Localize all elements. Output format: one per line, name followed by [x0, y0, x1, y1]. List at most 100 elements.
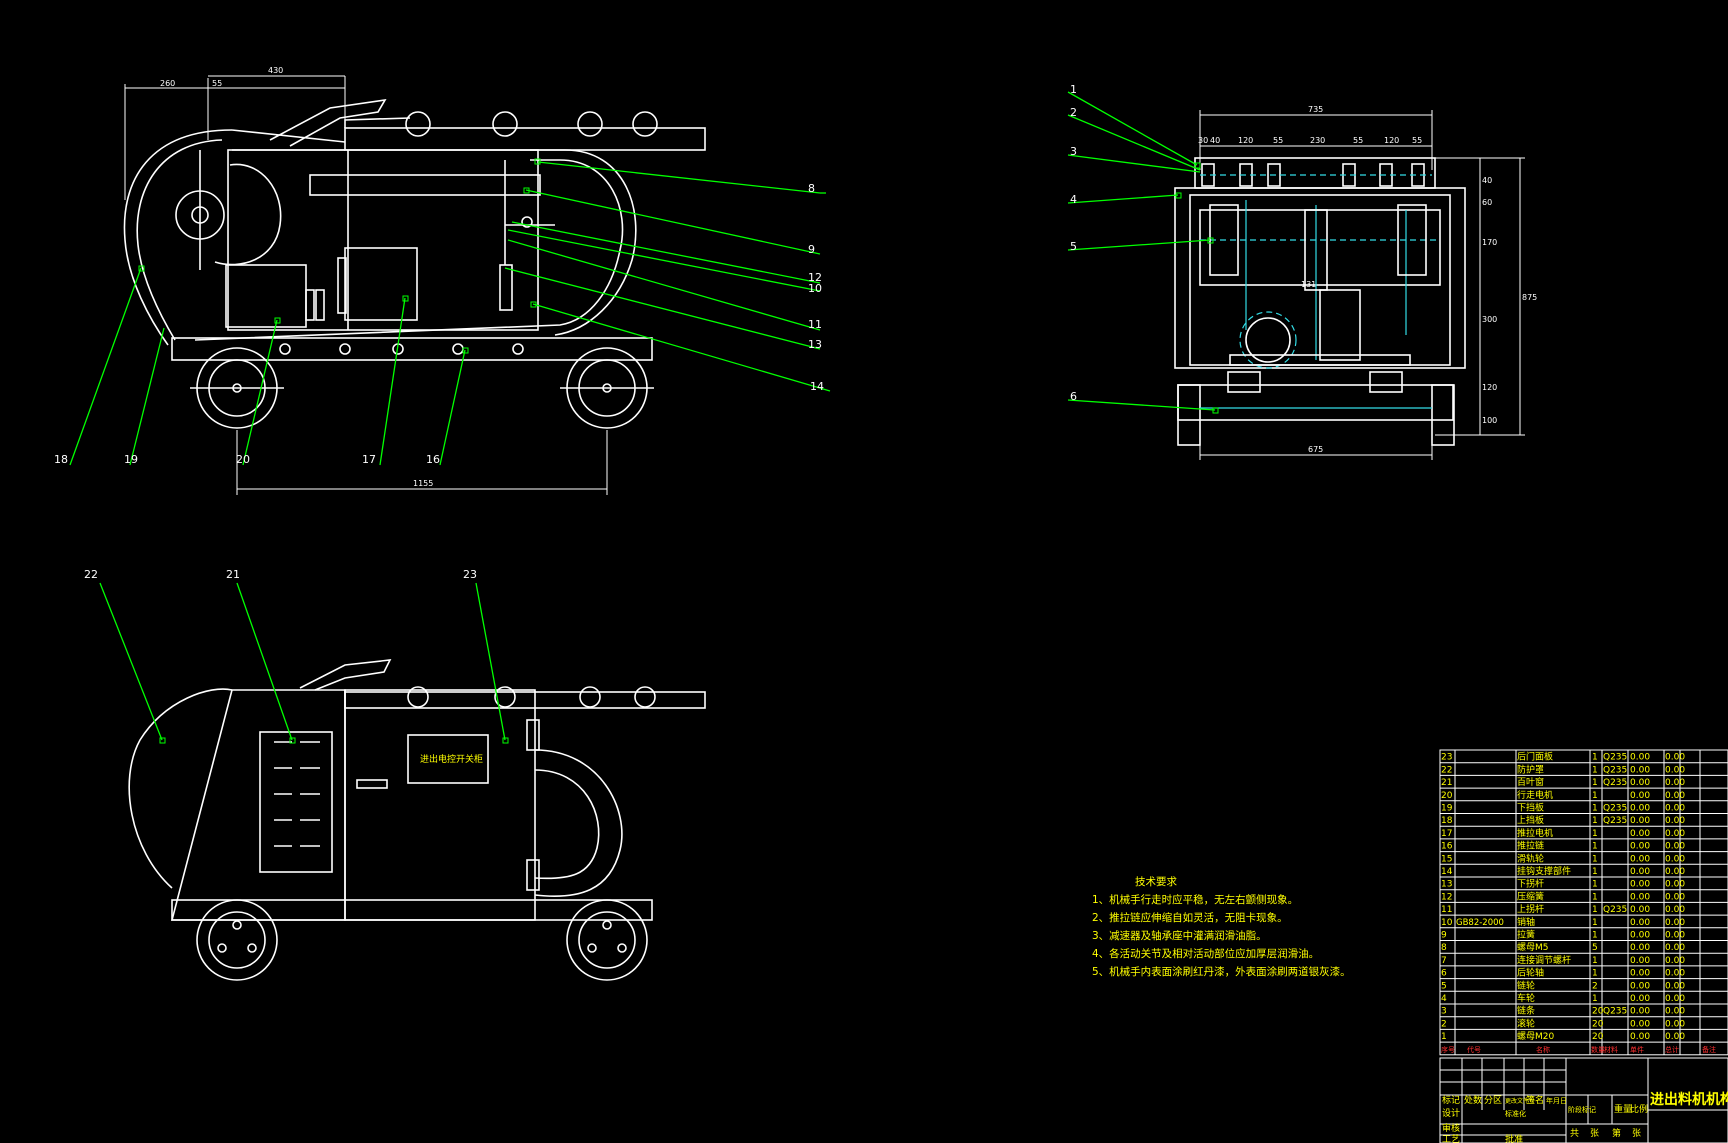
bom-row-20-no: 20 [1441, 791, 1453, 801]
tb-mark: 标记 [1442, 1094, 1460, 1106]
bom-row-11-qty: 1 [1592, 905, 1598, 915]
tb-stage: 阶段标记 [1568, 1105, 1596, 1114]
bom-row-13-name: 下拐杆 [1517, 878, 1544, 890]
external-view: 进出电控开关柜 22 21 23 [84, 568, 706, 981]
bom-row-21-material: Q235 [1603, 778, 1627, 788]
bom-row-14-unit-weight: 0.00 [1630, 867, 1650, 877]
bom-row-14-qty: 1 [1592, 867, 1598, 877]
bom-row-11-material: Q235 [1603, 905, 1627, 915]
tb-zone: 分区 [1484, 1095, 1502, 1106]
dim-120b: 120 [1384, 136, 1399, 145]
bom-row-21-no: 21 [1441, 778, 1452, 788]
bom-row-9-unit-weight: 0.00 [1630, 931, 1650, 941]
callout-10: 10 [808, 282, 822, 295]
dim-40: 40 [1210, 136, 1220, 145]
drawing-title: 进出料机机构图 [1650, 1091, 1728, 1108]
bom-row-3-material: Q235 [1603, 1007, 1627, 1017]
bom-row-1-no: 1 [1441, 1032, 1447, 1042]
bom-row-2-unit-weight: 0.00 [1630, 1019, 1650, 1029]
dim-260: 260 [160, 79, 175, 88]
bom-row-4-no: 4 [1441, 994, 1447, 1004]
bom-row-2-no: 2 [1441, 1019, 1447, 1029]
bom-row-16-qty: 1 [1592, 842, 1598, 852]
bom-row-12-no: 12 [1441, 892, 1452, 902]
tb-count: 处数 [1464, 1094, 1482, 1106]
bom-row-21-total-weight: 0.00 [1665, 778, 1685, 788]
callout-22: 22 [84, 568, 98, 581]
bom-row-14-no: 14 [1441, 867, 1453, 877]
tb-sheet-no: 第 [1612, 1127, 1621, 1139]
bom-row-10-code: GB82-2000 [1456, 918, 1504, 928]
callout-11: 11 [808, 318, 822, 331]
bom-header-2: 名称 [1536, 1045, 1550, 1054]
bom-header-5: 单件 [1630, 1045, 1644, 1054]
bom-row-16-unit-weight: 0.00 [1630, 842, 1650, 852]
bom-header-4: 材料 [1604, 1045, 1618, 1054]
bom-row-7-no: 7 [1441, 956, 1447, 966]
bom-row-3-qty: 20 [1592, 1007, 1604, 1017]
bom-row-20-qty: 1 [1592, 791, 1598, 801]
bom-row-3-name: 链条 [1517, 1005, 1535, 1017]
dim-55b: 55 [1353, 136, 1363, 145]
bom-row-23-qty: 1 [1592, 753, 1598, 763]
bom-row-17-unit-weight: 0.00 [1630, 829, 1650, 839]
bom-row-19-unit-weight: 0.00 [1630, 804, 1650, 814]
tb-sheet-unit-a: 张 [1590, 1128, 1599, 1139]
dim-55: 55 [212, 79, 222, 88]
dim-v170: 170 [1482, 238, 1497, 247]
bom-row-2-name: 滚轮 [1517, 1017, 1535, 1029]
bom-row-9-name: 拉簧 [1517, 929, 1535, 941]
bom-row-8-unit-weight: 0.00 [1630, 943, 1650, 953]
bom-row-22-name: 防护罩 [1517, 763, 1544, 775]
bom-row-22-no: 22 [1441, 765, 1452, 775]
bom-row-3-total-weight: 0.00 [1665, 1007, 1685, 1017]
tech-item-2: 2、推拉链应伸缩自如灵活，无阻卡现象。 [1092, 911, 1288, 924]
bom-row-17-name: 推拉电机 [1517, 827, 1553, 839]
bom-row-11-no: 11 [1441, 905, 1452, 915]
bom-row-6-no: 6 [1441, 969, 1447, 979]
tb-change-doc: 更改文件号 [1505, 1097, 1535, 1105]
callout-16: 16 [426, 453, 440, 466]
dim-875: 875 [1522, 293, 1537, 302]
dim-735: 735 [1308, 105, 1323, 114]
bom-row-18-name: 上挡板 [1517, 814, 1544, 826]
bom-row-19-name: 下挡板 [1517, 802, 1544, 814]
bom-row-10-total-weight: 0.00 [1665, 918, 1685, 928]
bom-row-11-total-weight: 0.00 [1665, 905, 1685, 915]
bom-row-4-unit-weight: 0.00 [1630, 994, 1650, 1004]
bom-row-7-name: 连接调节螺杆 [1517, 954, 1571, 966]
bom-row-20-name: 行走电机 [1517, 789, 1553, 801]
callout-5: 5 [1070, 240, 1077, 253]
bom-row-23-name: 后门面板 [1517, 751, 1553, 763]
bom-row-19-total-weight: 0.00 [1665, 804, 1685, 814]
bom-row-6-total-weight: 0.00 [1665, 969, 1685, 979]
callout-19: 19 [124, 453, 138, 466]
bom-row-2-total-weight: 0.00 [1665, 1019, 1685, 1029]
bom-row-23-no: 23 [1441, 753, 1452, 763]
tb-sign: 签名 [1526, 1094, 1544, 1106]
callout-14: 14 [810, 380, 824, 393]
dim-v40: 40 [1482, 176, 1492, 185]
bom-row-11-name: 上拐杆 [1517, 903, 1544, 915]
bom-row-5-unit-weight: 0.00 [1630, 981, 1650, 991]
bom-row-1-qty: 20 [1592, 1032, 1604, 1042]
bom-header-7: 备注 [1702, 1045, 1716, 1054]
tech-item-4: 4、各活动关节及相对活动部位应加厚层润滑油。 [1092, 947, 1319, 960]
bom-row-17-qty: 1 [1592, 829, 1598, 839]
bom-row-12-name: 压缩簧 [1517, 890, 1544, 902]
bom-row-17-no: 17 [1441, 829, 1452, 839]
tb-scale: 比例 [1630, 1103, 1648, 1115]
bom-row-18-material: Q235 [1603, 816, 1627, 826]
bom-row-12-total-weight: 0.00 [1665, 892, 1685, 902]
callout-18: 18 [54, 453, 68, 466]
bom-row-6-name: 后轮轴 [1517, 967, 1544, 979]
dim-120a: 120 [1238, 136, 1253, 145]
bom-row-12-qty: 1 [1592, 892, 1598, 902]
bom-row-16-total-weight: 0.00 [1665, 842, 1685, 852]
bom-row-23-material: Q235 [1603, 753, 1627, 763]
bom-row-15-qty: 1 [1592, 854, 1598, 864]
bom-row-8-name: 螺母M5 [1517, 942, 1549, 953]
bom-row-11-unit-weight: 0.00 [1630, 905, 1650, 915]
bom-row-13-qty: 1 [1592, 880, 1598, 890]
